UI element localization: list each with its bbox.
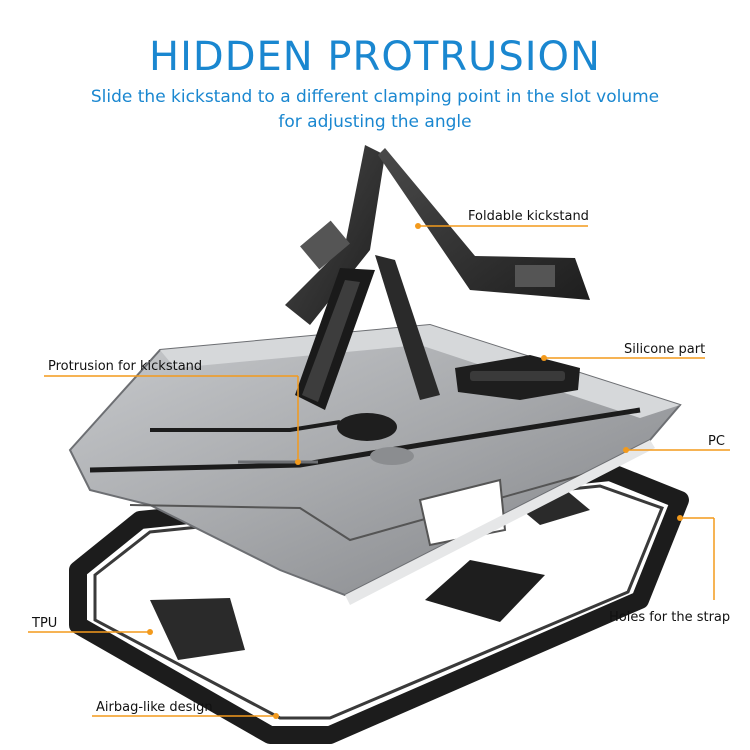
kickstand-in-slot <box>295 255 440 410</box>
label-silicone-part: Silicone part <box>624 342 706 357</box>
foldable-kickstand <box>285 145 590 325</box>
subtitle-line-1: Slide the kickstand to a different clamp… <box>90 87 660 107</box>
subtitle-line-2: for adjusting the angle <box>278 112 472 132</box>
label-tpu: TPU <box>32 616 58 631</box>
label-protrusion-for-kickstand: Protrusion for kickstand <box>48 359 203 374</box>
silicone-part <box>455 355 580 400</box>
label-pc: PC <box>708 434 725 449</box>
callout-lines <box>28 223 730 719</box>
label-airbag-design: Airbag-like design <box>96 700 213 715</box>
label-foldable-kickstand: Foldable kickstand <box>468 209 589 224</box>
label-holes-for-strap: Holes for the strap <box>609 610 731 625</box>
page-title: HIDDEN PROTRUSION <box>149 34 601 80</box>
